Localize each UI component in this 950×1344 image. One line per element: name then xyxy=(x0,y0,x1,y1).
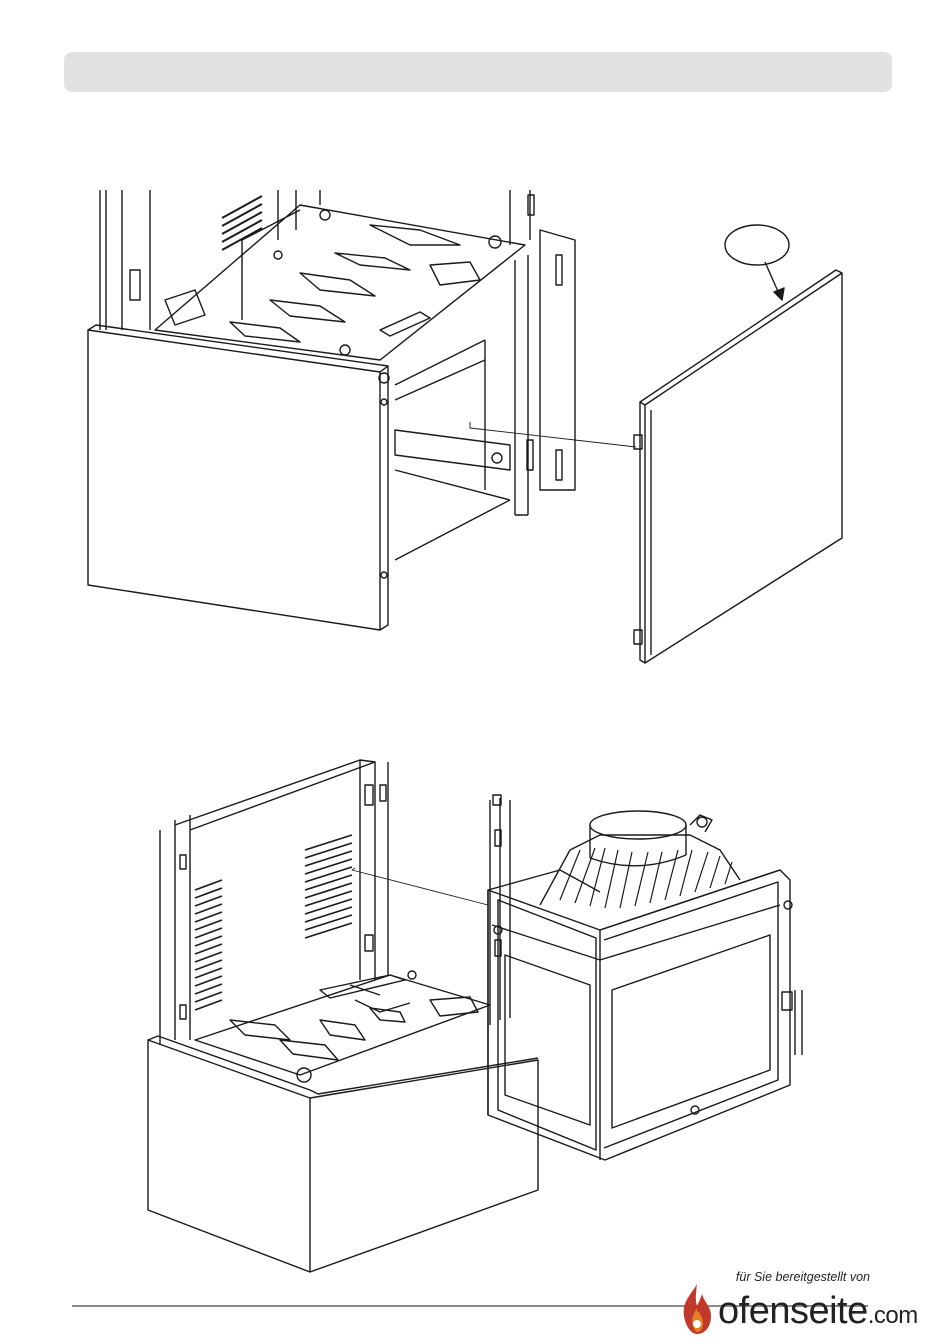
brand-logo: für Sie bereitgestellt von ofenseite.com xyxy=(670,1270,930,1340)
flame-icon xyxy=(680,1282,714,1336)
brand-tld: .com xyxy=(868,1302,918,1329)
figure-firebox-insertion xyxy=(148,760,802,1272)
brand-name: ofenseite.com xyxy=(718,1292,918,1330)
brand-name-text: ofenseite xyxy=(718,1290,868,1332)
brand-tagline: für Sie bereitgestellt von xyxy=(736,1270,870,1284)
figure-side-panel-assembly xyxy=(88,190,842,663)
callout-bubble xyxy=(725,225,789,265)
